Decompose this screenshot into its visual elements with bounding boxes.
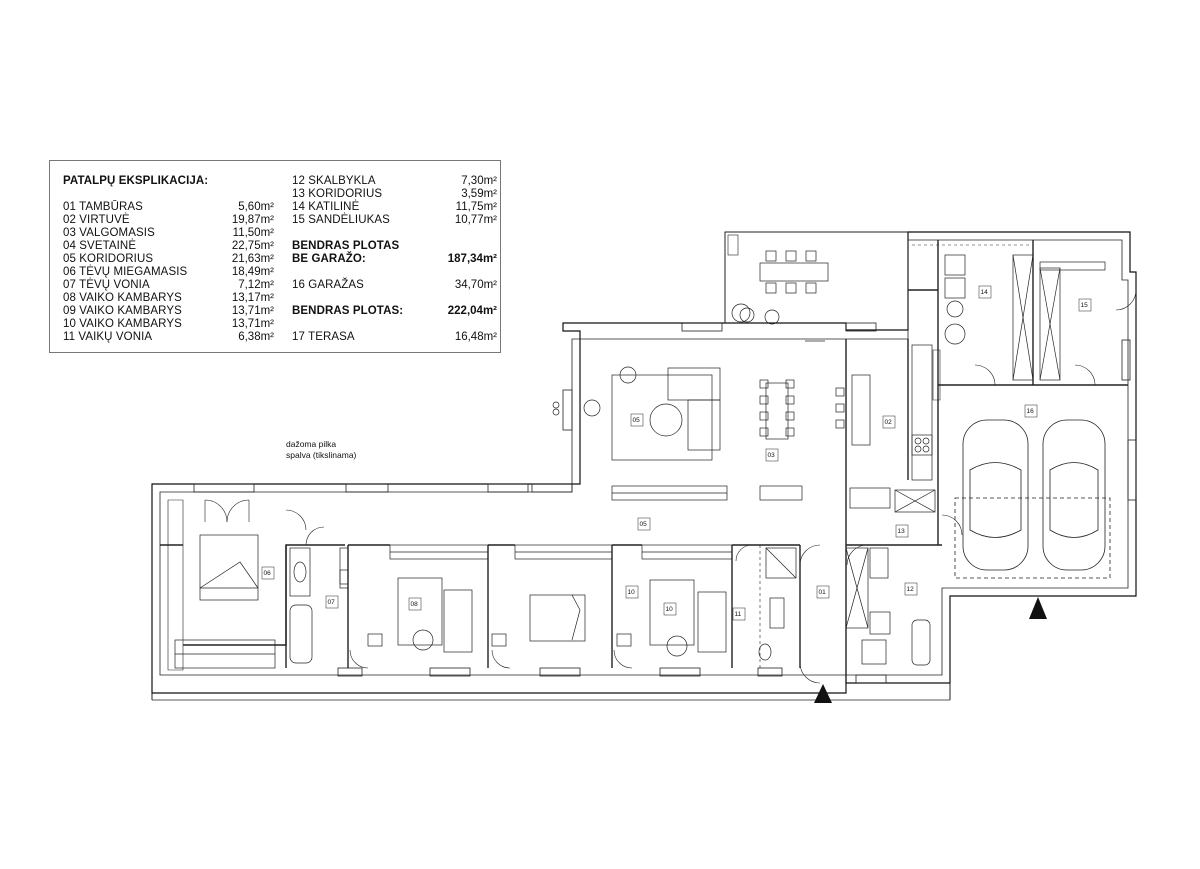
bathroom-11-furniture	[758, 547, 797, 661]
kitchen-furniture	[849, 344, 936, 513]
utility-furniture	[944, 254, 1106, 381]
legend-room-name: 17 TERASA	[292, 331, 355, 343]
legend-room-area: 7,12m²	[238, 279, 274, 291]
legend-total-value: 222,04m²	[447, 305, 497, 317]
legend-total-label: BENDRAS PLOTAS	[292, 240, 400, 252]
doors	[204, 289, 1137, 684]
legend-room-area: 13,71m²	[231, 305, 274, 317]
room-tag-13: 13	[895, 524, 909, 538]
legend-room-area: 13,17m²	[231, 292, 274, 304]
room-tag-02: 02	[882, 415, 896, 429]
legend-room-name: 04 SVETAINĖ	[63, 240, 137, 252]
legend-room-name: 05 KORIDORIUS	[63, 253, 154, 265]
legend-total-label: BENDRAS PLOTAS:	[292, 305, 404, 317]
entrance-laundry-furniture	[845, 547, 931, 666]
room-tag-01: 01	[816, 585, 830, 599]
room-number: 03	[768, 452, 776, 459]
room-tag-11: 11	[732, 607, 746, 621]
legend-room-name: 08 VAIKO KAMBARYS	[63, 292, 182, 304]
garage-cars	[954, 419, 1111, 579]
legend-room-name: 12 SKALBYKLA	[292, 175, 376, 187]
legend-room-name: 10 VAIKO KAMBARYS	[63, 318, 182, 330]
legend-total-label: BE GARAŽO:	[292, 253, 366, 265]
legend-room-area: 5,60m²	[238, 201, 274, 213]
entrance-arrow-icon	[814, 684, 832, 703]
legend-title: PATALPŲ EKSPLIKACIJA:	[63, 175, 209, 187]
room-tag-12: 12	[904, 582, 918, 596]
legend-room-name: 13 KORIDORIUS	[292, 188, 383, 200]
room-number: 08	[411, 601, 419, 608]
paint-note-line: dažoma pilka	[286, 439, 337, 449]
room-tag-10a: 10	[625, 585, 639, 599]
windows	[193, 322, 1137, 684]
legend-room-area: 13,71m²	[231, 318, 274, 330]
room-number: 15	[1081, 302, 1089, 309]
living-room-furniture	[552, 366, 803, 501]
room-number: 10	[666, 606, 674, 613]
room-number: 14	[981, 289, 989, 296]
legend-room-area: 16,48m²	[454, 331, 497, 343]
room-number: 13	[898, 528, 906, 535]
kids-bedrooms-furniture	[367, 544, 733, 657]
bedroom-06-furniture	[174, 534, 276, 669]
legend-room-name: 14 KATILINĖ	[292, 201, 360, 213]
legend-room-name: 15 SANDĖLIUKAS	[292, 214, 390, 226]
garage-entrance-arrow-icon	[1029, 597, 1047, 619]
room-tag-04: 05	[630, 413, 644, 427]
room-tag-06: 06	[261, 566, 275, 580]
legend-room-area: 7,30m²	[461, 175, 497, 187]
exterior-walls	[151, 231, 1137, 701]
legend-room-name: 06 TĖVŲ MIEGAMASIS	[63, 266, 188, 278]
terrace-outline	[724, 231, 908, 323]
legend-box	[49, 160, 501, 353]
legend-room-area: 10,77m²	[454, 214, 497, 226]
legend-room-name: 11 VAIKŲ VONIA	[63, 331, 153, 343]
legend-room-name: 02 VIRTUVĖ	[63, 214, 130, 226]
legend-room-name: 16 GARAŽAS	[292, 279, 364, 291]
terrace-furniture	[731, 250, 829, 342]
legend-room-name: 03 VALGOMASIS	[63, 227, 155, 239]
room-number: 01	[819, 589, 827, 596]
dashed-guides	[759, 244, 1128, 668]
legend-room-area: 21,63m²	[231, 253, 274, 265]
legend-room-name: 07 TĖVŲ VONIA	[63, 279, 150, 291]
bathroom-07-furniture	[289, 547, 349, 664]
room-number: 07	[328, 599, 336, 606]
room-tag-03: 03	[765, 448, 779, 462]
room-number: 06	[264, 570, 272, 577]
room-tag-14: 14	[978, 285, 992, 299]
legend-total-value: 187,34m²	[447, 253, 497, 265]
dining-furniture	[759, 374, 871, 446]
room-number: 10	[628, 589, 636, 596]
legend-room-area: 11,75m²	[455, 201, 497, 213]
legend-room-area: 3,59m²	[461, 188, 497, 200]
room-number: 16	[1027, 408, 1035, 415]
legend-room-area: 34,70m²	[454, 279, 497, 291]
paint-note-line: spalva (tikslinama)	[286, 450, 357, 460]
room-number: 11	[735, 611, 742, 618]
legend-room-area: 22,75m²	[231, 240, 274, 252]
legend-room-area: 6,38m²	[238, 331, 274, 343]
room-number: 05	[640, 521, 648, 528]
room-tag-16: 16	[1024, 404, 1038, 418]
legend-room-area: 11,50m²	[232, 227, 274, 239]
room-tag-05: 05	[637, 517, 651, 531]
legend-room-area: 18,49m²	[231, 266, 274, 278]
room-tag-10b: 10	[663, 602, 677, 616]
legend-room-area: 19,87m²	[231, 214, 274, 226]
room-tag-07: 07	[325, 595, 339, 609]
room-number: 12	[907, 586, 915, 593]
room-number: 05	[633, 417, 641, 424]
room-tags: 05 03 02 05 06 07 08 10 10 11 01 12 13 1…	[261, 285, 1092, 621]
legend-room-name: 09 VAIKO KAMBARYS	[63, 305, 182, 317]
legend-room-name: 01 TAMBŪRAS	[63, 201, 143, 213]
room-tag-15: 15	[1078, 298, 1092, 312]
room-tag-08: 08	[408, 597, 422, 611]
room-number: 02	[885, 419, 893, 426]
